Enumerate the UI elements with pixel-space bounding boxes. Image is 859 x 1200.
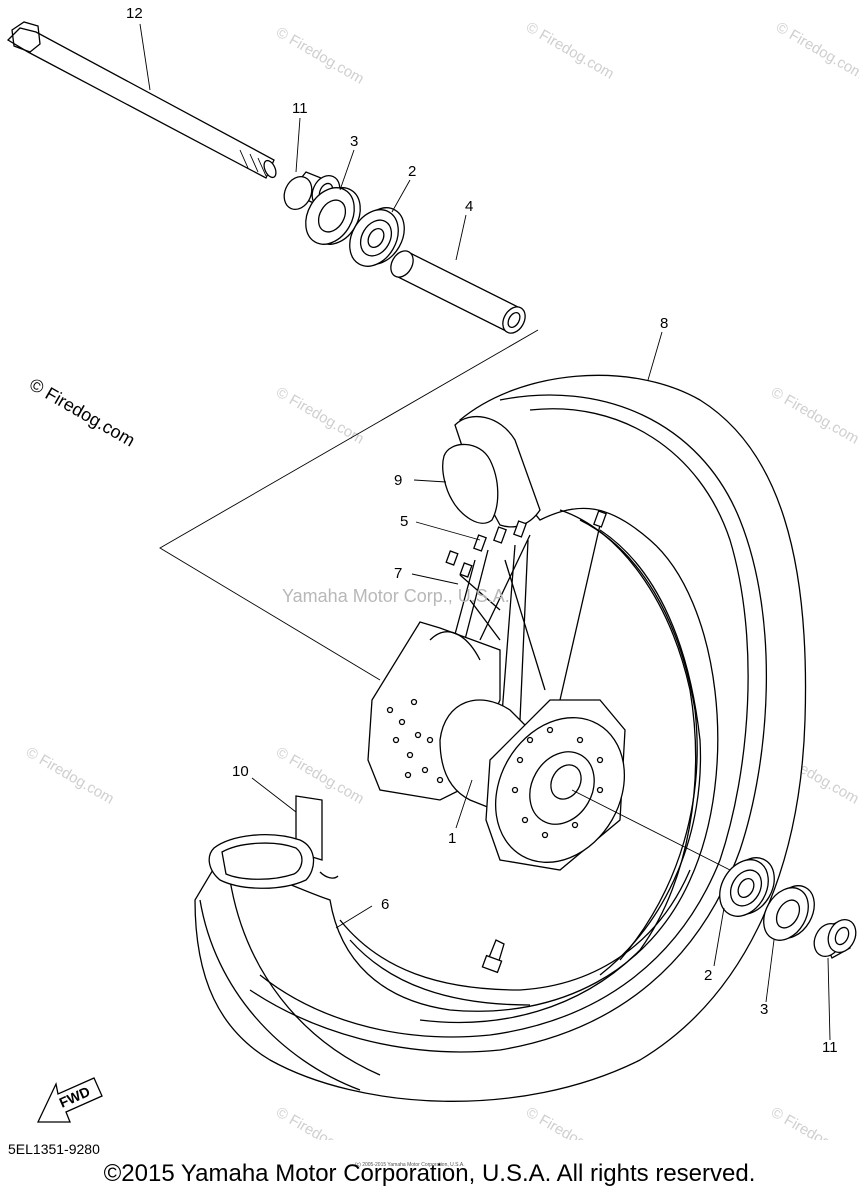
watermark-text: © Firedog.com xyxy=(273,24,367,88)
callout-5: 5 xyxy=(400,513,408,530)
firedog-watermark: © Firedog.com xyxy=(26,374,138,450)
tiny-copyright: (c) 2005-2015 Yamaha Motor Corporation, … xyxy=(355,1162,465,1168)
callout-6: 6 xyxy=(381,896,389,913)
callout-11: 11 xyxy=(292,100,308,117)
watermark-text: © Firedog.com xyxy=(523,1104,617,1140)
callout-11-lower: 11 xyxy=(822,1039,838,1056)
watermark-text: © Firedog.com xyxy=(768,384,859,448)
bearing-top xyxy=(349,207,405,267)
assembly-line xyxy=(159,329,539,681)
callout-3-lower: 3 xyxy=(760,1001,768,1018)
hub xyxy=(367,621,626,871)
watermark-text: © Firedog.com xyxy=(773,19,859,83)
bearing-bottom xyxy=(719,857,775,917)
assembly-line xyxy=(571,789,731,871)
callout-10: 10 xyxy=(232,763,249,780)
diagram-code: 5EL1351-9280 xyxy=(8,1141,100,1157)
callouts: 12 11 3 2 4 8 9 5 7 1 10 6 2 3 11 xyxy=(126,5,838,1056)
watermark-text: © Firedog.com xyxy=(273,384,367,448)
callout-3: 3 xyxy=(350,133,358,150)
oil-seal-top xyxy=(305,187,361,245)
hub-bolt-holes xyxy=(386,698,604,839)
tire xyxy=(194,374,807,1102)
copyright-notice: ©2015 Yamaha Motor Corporation, U.S.A. A… xyxy=(103,1160,756,1187)
leader-lines xyxy=(139,23,831,1041)
callout-1: 1 xyxy=(448,830,456,847)
callout-12: 12 xyxy=(126,5,143,22)
fwd-arrow: FWD xyxy=(36,1077,103,1123)
collar-bottom xyxy=(813,918,857,959)
callout-2: 2 xyxy=(408,163,416,180)
rim-band-bottom xyxy=(208,795,339,889)
callout-2-lower: 2 xyxy=(704,967,712,984)
rim-band-top xyxy=(442,416,541,528)
watermark-text: © Firedog.com xyxy=(273,744,367,808)
spacer-tube xyxy=(390,250,526,334)
callout-4: 4 xyxy=(465,198,473,215)
front-wheel-exploded-diagram: © Firedog.com © Firedog.com © Firedog.co… xyxy=(6,5,859,1140)
watermark-text: © Firedog.com xyxy=(768,1104,859,1140)
yamaha-watermark: Yamaha Motor Corp., U.S.A. xyxy=(282,586,510,606)
watermark-text: © Firedog.com xyxy=(523,19,617,83)
callout-9: 9 xyxy=(394,472,402,489)
axle xyxy=(6,21,277,179)
watermark-text: © Firedog.com xyxy=(273,1104,367,1140)
oil-seal-bottom xyxy=(763,885,815,941)
watermark-text: © Firedog.com xyxy=(23,744,117,808)
callout-8: 8 xyxy=(660,315,668,332)
valve xyxy=(481,939,505,974)
callout-7: 7 xyxy=(394,565,402,582)
